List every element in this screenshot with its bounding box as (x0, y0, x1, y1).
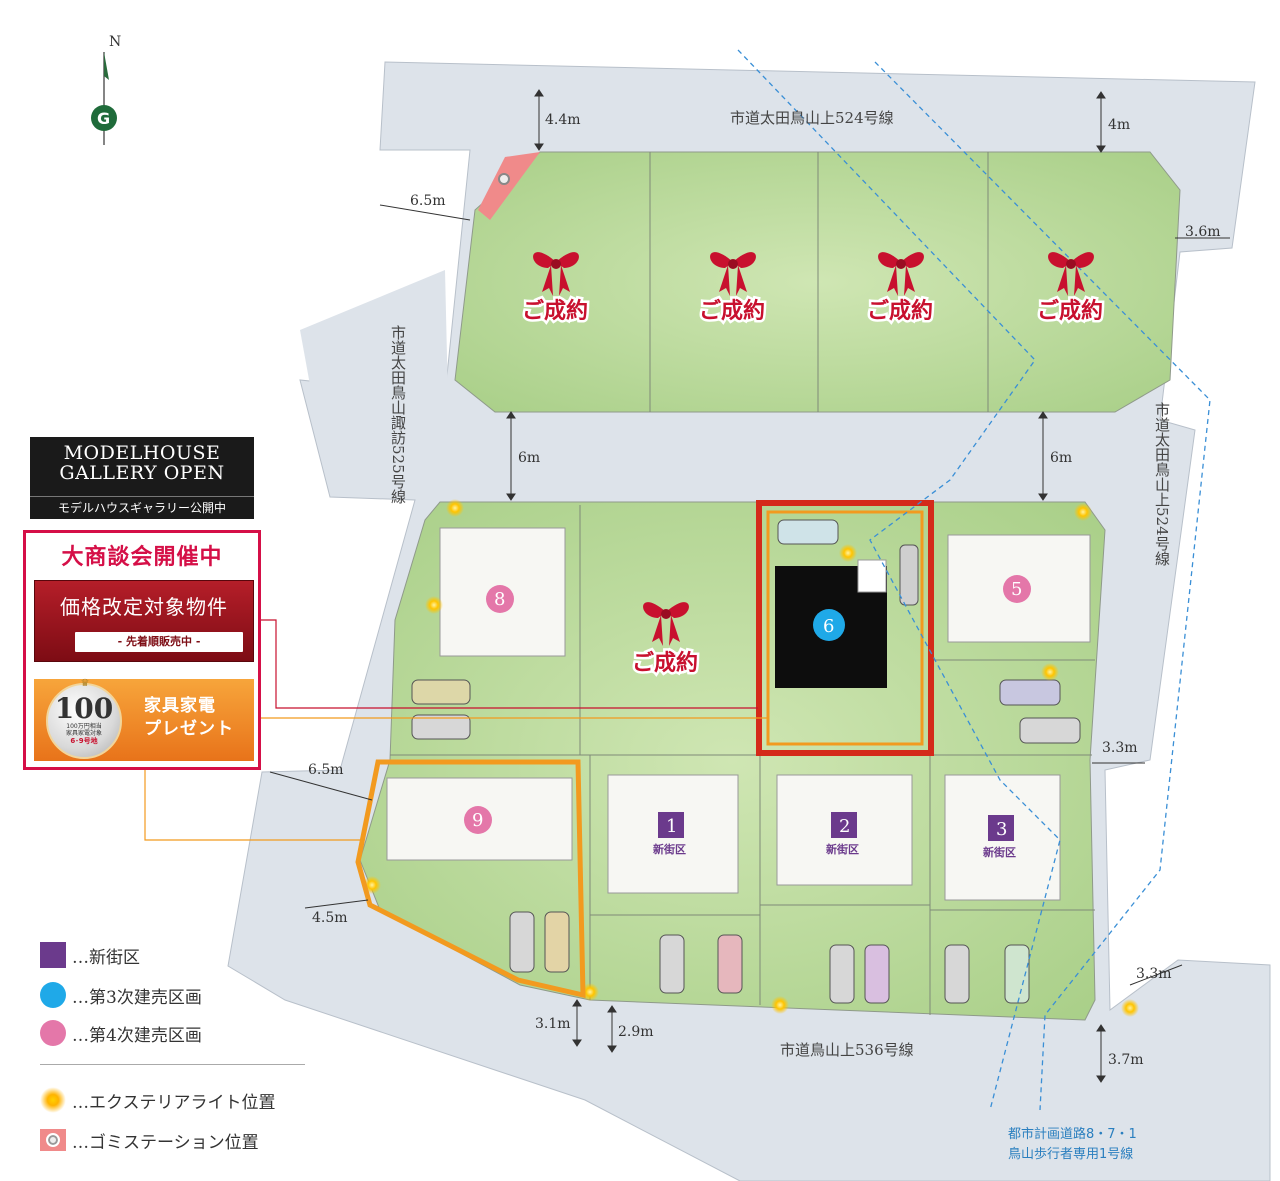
purple-square-icon (40, 942, 66, 968)
exterior-lights (363, 499, 1139, 1017)
dim-right-upper: 3.6m (1185, 224, 1221, 240)
lot-3-number: 3 (996, 819, 1007, 840)
planned-road-label-1: 都市計画道路8・7・1 (1008, 1126, 1137, 1142)
medal-sub-3: 6･9号地 (70, 737, 98, 745)
house-footprints (386, 527, 1091, 901)
dim-bottom-b: 2.9m (618, 1024, 654, 1040)
dim-middle-right: 6m (1050, 450, 1072, 466)
legend-light: …エクステリアライト位置 (40, 1087, 276, 1113)
gift-box: ♛ 100 100万円相当 家具家電対象 6･9号地 家具家電 プレゼント (34, 679, 254, 761)
road-top-label: 市道太田鳥山上524号線 (730, 109, 894, 127)
modelhouse-subtitle: モデルハウスギャラリー公開中 (30, 496, 254, 519)
crown-icon: ♛ (80, 678, 90, 689)
medal-number: 100 (54, 692, 114, 725)
pink-dot-icon (40, 1020, 66, 1046)
garbage-station (478, 152, 540, 220)
lot-badges: 8 6 5 9 1 新街区 2 新街区 3 新街区 (464, 575, 1031, 859)
sold-label-4: ご成約 (1037, 298, 1103, 324)
lot-3-district: 新街区 (983, 845, 1016, 859)
legend-new-district: …新街区 (40, 942, 140, 968)
lot-2-number: 2 (839, 816, 850, 837)
legend-third-text: …第3次建売区画 (72, 987, 202, 1008)
dim-right-mid: 3.3m (1102, 740, 1138, 756)
sold-label-3: ご成約 (867, 298, 933, 324)
modelhouse-title-2: GALLERY OPEN (59, 462, 225, 484)
dim-middle-left: 6m (518, 450, 540, 466)
light-icon (40, 1087, 66, 1113)
sales-event-heading: 大商談会開催中 (61, 545, 223, 570)
dim-left-bottom: 4.5m (312, 910, 348, 926)
leader-lines (144, 619, 768, 841)
cyan-dot-icon (40, 982, 66, 1008)
lot-9-frame (355, 759, 586, 999)
lot-9-number: 9 (472, 810, 483, 831)
legend-fourth: …第4次建売区画 (40, 1020, 202, 1046)
legend-light-text: …エクステリアライト位置 (72, 1092, 276, 1113)
medal-100: ♛ 100 100万円相当 家具家電対象 6･9号地 (46, 678, 122, 759)
dim-top-right: 4m (1108, 117, 1130, 133)
gift-text: 家具家電 プレゼント (144, 695, 234, 741)
lot-6-frame-orange (766, 510, 924, 746)
sold-label-5: ご成約 (632, 650, 698, 676)
planned-road-line (737, 49, 1211, 1111)
dim-left-lower: 6.5m (308, 762, 344, 778)
dim-left-upper: 6.5m (410, 193, 446, 209)
road-left-label: 市道太田鳥山諏訪525号線 (389, 325, 407, 504)
legend-gomi: …ゴミステーション位置 (40, 1127, 259, 1153)
road-bottom-label: 市道鳥山上536号線 (780, 1041, 914, 1059)
price-revision-box: 価格改定対象物件 - 先着順販売中 - (34, 580, 254, 662)
lot-8-number: 8 (494, 589, 505, 610)
price-revision-title: 価格改定対象物件 (60, 595, 228, 619)
dim-bottom-right: 3.7m (1108, 1052, 1144, 1068)
lot-6-number: 6 (823, 616, 834, 637)
lot-6-frame-red (756, 500, 934, 756)
dim-top-width: 4.4m (545, 112, 581, 128)
legend-new-district-text: …新街区 (72, 947, 140, 968)
dim-bottom-a: 3.1m (535, 1016, 571, 1032)
medal-sub-2: 家具家電対象 (65, 730, 102, 737)
modelhouse-title-1: MODELHOUSE (63, 442, 221, 464)
lot-1-district: 新街区 (653, 842, 686, 856)
top-block (454, 151, 1181, 413)
sales-event-panel: 大商談会開催中 価格改定対象物件 - 先着順販売中 - ♛ 100 100万円相… (23, 530, 261, 770)
road-right-label: 市道太田鳥山上524号線 (1153, 402, 1171, 566)
lot-2-district: 新街区 (826, 842, 859, 856)
road-upper-left (300, 270, 448, 495)
price-revision-subtitle: - 先着順販売中 - (75, 632, 243, 652)
dim-right-bottom: 3.3m (1136, 966, 1172, 982)
garbage-station-icon (40, 1129, 66, 1151)
legend-third: …第3次建売区画 (40, 982, 202, 1008)
lot-1-number: 1 (666, 816, 677, 837)
sold-label-2: ご成約 (699, 298, 765, 324)
modelhouse-banner: MODELHOUSE GALLERY OPEN モデルハウスギャラリー公開中 (30, 437, 254, 519)
legend-gomi-text: …ゴミステーション位置 (72, 1132, 259, 1153)
compass: G (91, 52, 117, 145)
medal-sub-1: 100万円相当 (66, 723, 102, 730)
gift-text-1: 家具家電 (144, 696, 216, 716)
sold-ribbons (533, 252, 1094, 646)
planned-road-label-2: 鳥山歩行者専用1号線 (1008, 1146, 1133, 1162)
legend-divider (40, 1064, 305, 1065)
dimension-arrows (269, 89, 1230, 1083)
lot-5-number: 5 (1011, 579, 1022, 600)
sold-label-1: ご成約 (522, 298, 588, 324)
legend-fourth-text: …第4次建売区画 (72, 1025, 202, 1046)
gift-text-2: プレゼント (144, 719, 234, 739)
parked-cars (411, 519, 1081, 1004)
compass-north: N (109, 34, 121, 50)
svg-text:G: G (97, 109, 110, 128)
